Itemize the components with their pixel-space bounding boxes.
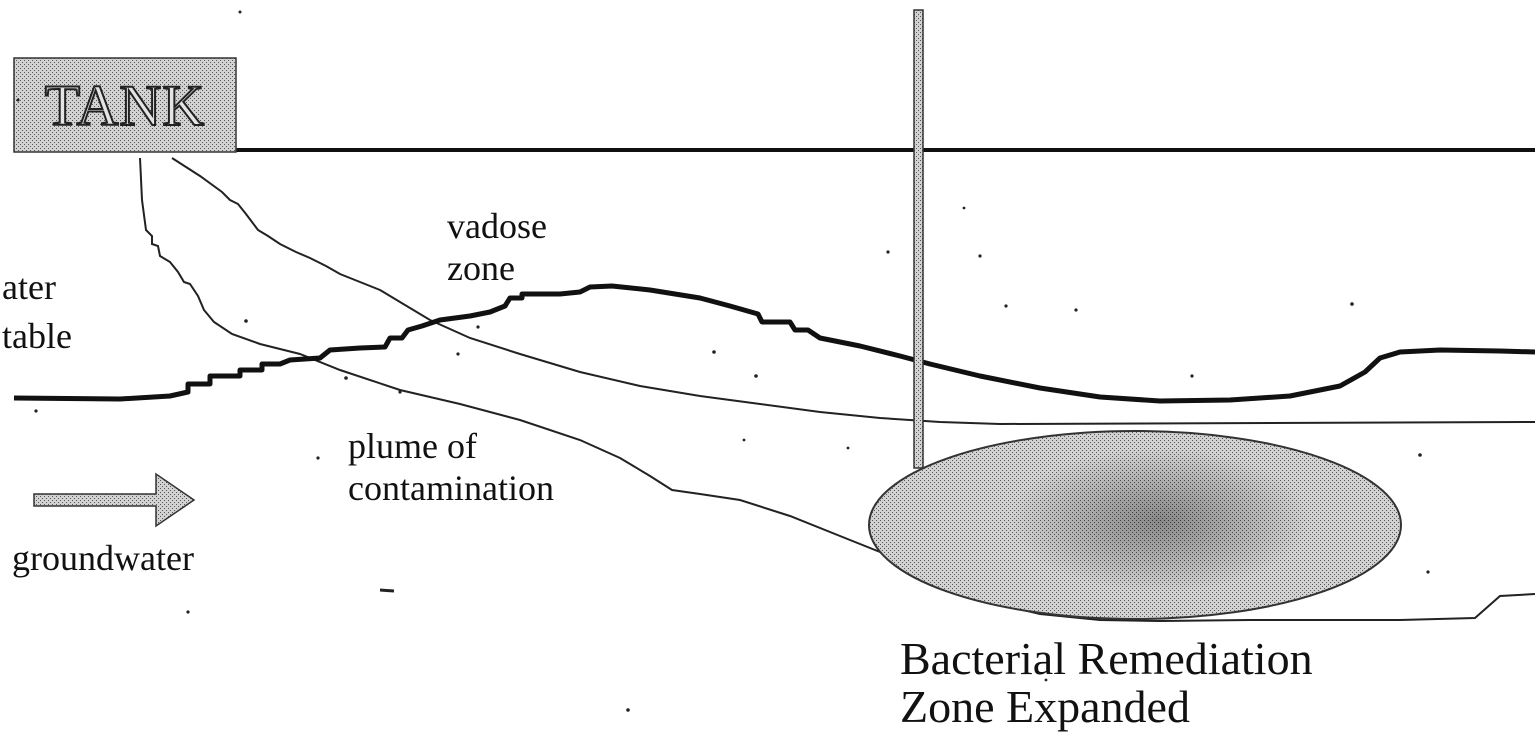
plume-upper-boundary: [172, 158, 1535, 424]
vadose-zone-label-line2: zone: [447, 250, 515, 286]
tank-box: [14, 58, 236, 152]
water-table-line: [14, 286, 1535, 401]
remediation-label-line1: Bacterial Remediation: [900, 636, 1313, 682]
plume-label-line2: contamination: [348, 470, 554, 506]
vadose-zone-label-line1: vadose: [447, 208, 547, 244]
soil-speck-dash: [380, 590, 394, 591]
remediation-zone-core: [1010, 448, 1310, 592]
water-table-label-line2: table: [2, 318, 72, 354]
groundwater-arrow-icon: [34, 474, 194, 526]
remediation-label-line2: Zone Expanded: [900, 684, 1190, 730]
groundwater-label: groundwater: [12, 540, 194, 576]
water-table-label-line1: ater: [2, 269, 56, 305]
plume-label-line1: plume of: [348, 428, 477, 464]
injection-well: [914, 10, 923, 468]
